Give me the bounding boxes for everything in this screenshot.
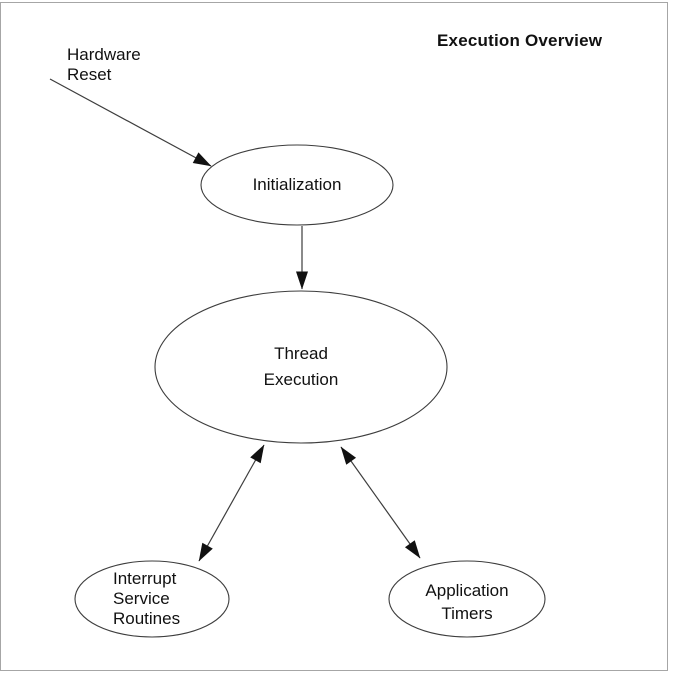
node-thread-execution-ellipse — [154, 290, 448, 444]
diagram-title: Execution Overview — [437, 31, 603, 50]
node-initialization-ellipse — [200, 144, 394, 226]
interrupt-service-routines-label-line1: Interrupt — [113, 569, 177, 588]
hardware-reset-label-line2: Reset — [67, 65, 112, 84]
thread-execution-label: Thread Execution — [155, 341, 447, 393]
node-interrupt-service-routines-ellipse — [74, 560, 230, 638]
hardware-reset-label: Hardware Reset — [67, 45, 141, 85]
application-timers-label: Application Timers — [389, 579, 545, 625]
application-timers-label-line1: Application — [425, 581, 509, 600]
thread-execution-label-line2: Execution — [263, 370, 339, 389]
thread-execution-label-line1: Thread — [274, 344, 328, 363]
edge-thread-execution-to-application-timers-arrow — [340, 446, 421, 559]
node-application-timers-ellipse — [388, 560, 546, 638]
interrupt-service-routines-label-line2: Service — [113, 589, 170, 608]
application-timers-label-line2: Timers — [441, 604, 493, 623]
initialization-label: Initialization — [252, 175, 342, 194]
edge-thread-execution-to-interrupt-service-routines-arrow — [198, 444, 265, 562]
edge-hardware-reset-to-initialization-arrow — [49, 78, 212, 167]
hardware-reset-label-line1: Hardware — [67, 45, 141, 64]
interrupt-service-routines-label: Interrupt Service Routines — [113, 569, 180, 629]
interrupt-service-routines-label-line3: Routines — [113, 609, 181, 628]
